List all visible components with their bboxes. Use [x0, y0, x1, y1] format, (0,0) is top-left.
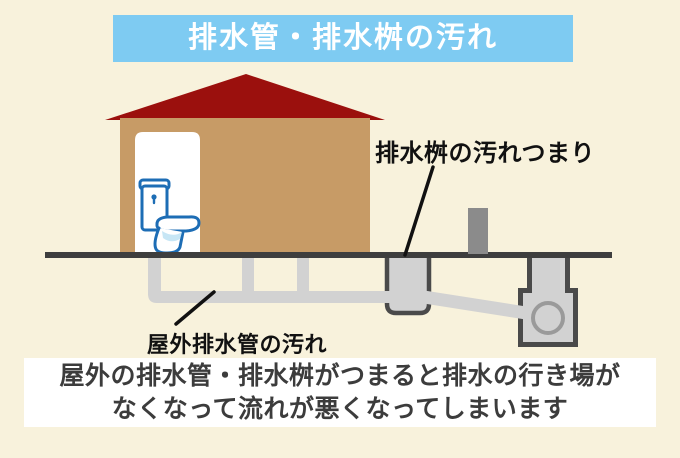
pipe-cross-section-icon [531, 301, 565, 335]
drainage-basin-icon [384, 253, 432, 316]
house-icon [105, 74, 385, 255]
vent-pipe-icon [468, 208, 488, 254]
caption-box: 屋外の排水管・排水桝がつまると排水の行き場が なくなって流れが悪くなってしまいま… [24, 358, 656, 427]
sloped-drain-pipe [422, 290, 547, 323]
caption-line-1: 屋外の排水管・排水桝がつまると排水の行き場が [59, 361, 621, 390]
pipe-dirt-label: 屋外排水管の汚れ [147, 332, 328, 357]
floor-drain-stub [242, 255, 254, 295]
toilet-downpipe [148, 253, 161, 295]
horizontal-drain-pipe [148, 291, 392, 303]
pointer-line-pipe [174, 290, 216, 326]
pointer-line-basin [403, 165, 435, 257]
toilet-icon [138, 178, 201, 255]
page-title: 排水管・排水桝の汚れ [187, 22, 498, 54]
basin-clog-label: 排水桝の汚れつまり [375, 140, 596, 167]
caption-line-2: なくなって流れが悪くなってしまいます [111, 394, 569, 423]
drain-pipe-icon [148, 253, 547, 323]
roof-icon [105, 74, 385, 120]
ground-line [45, 252, 612, 258]
title-banner: 排水管・排水桝の汚れ [113, 15, 573, 62]
floor-drain-stub [297, 255, 309, 295]
